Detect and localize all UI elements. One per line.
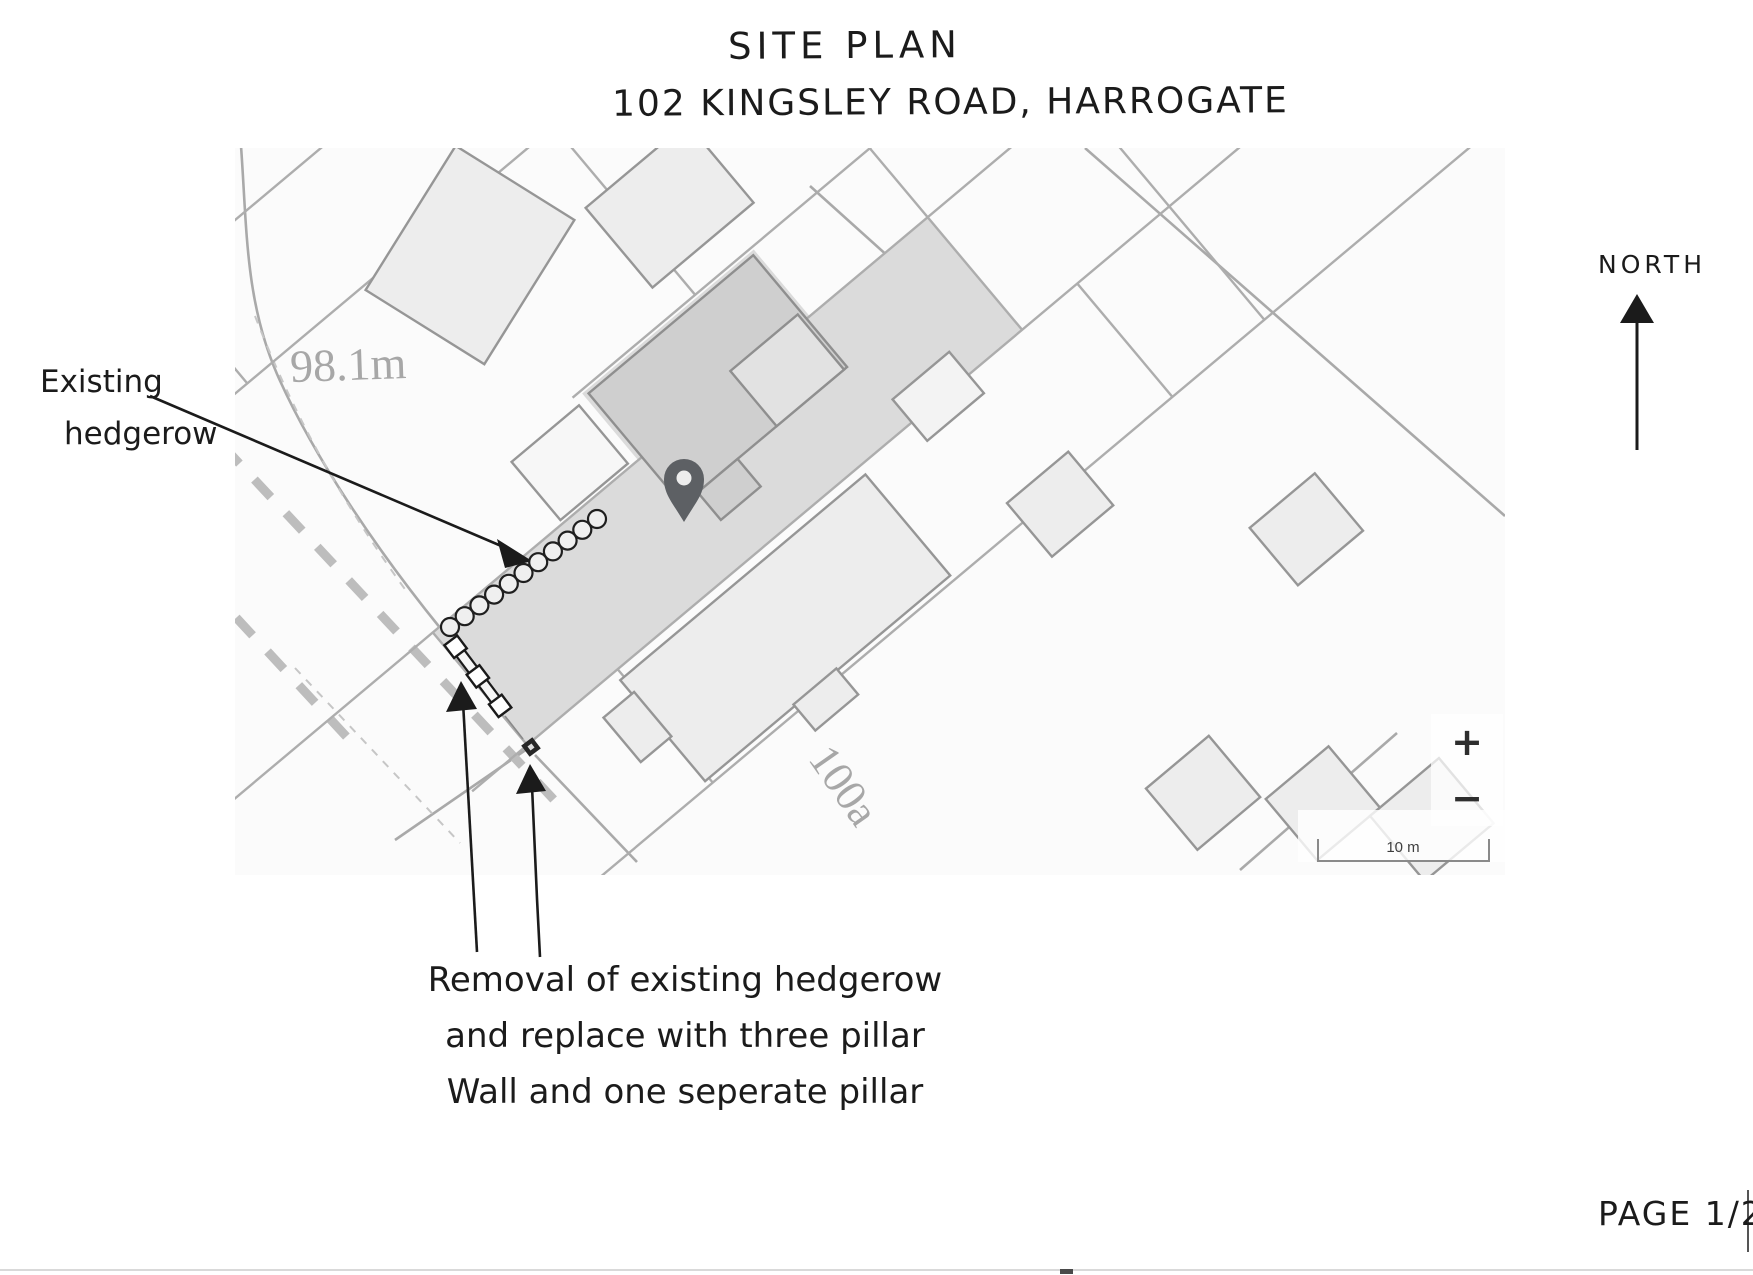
- map-canvas: [235, 148, 1505, 875]
- north-arrow: [1620, 294, 1654, 450]
- building-102: [586, 253, 849, 507]
- building-topleft: [363, 148, 577, 366]
- removal-note: Removal of existing hedgerow and replace…: [390, 952, 980, 1120]
- scan-mark: [1060, 1269, 1073, 1274]
- scale-label: 10 m: [1386, 839, 1420, 856]
- scan-bottom-line: [0, 1269, 1753, 1271]
- existing-hedgerow-label-line1: Existing: [40, 364, 163, 400]
- removal-note-line3: Wall and one seperate pillar: [446, 1072, 924, 1112]
- map-zoom-controls: + −: [1431, 714, 1503, 826]
- existing-hedgerow-label-line2: hedgerow: [64, 416, 218, 452]
- north-label: NORTH: [1598, 250, 1707, 279]
- removal-note-line2: and replace with three pillar: [445, 1016, 925, 1056]
- page-title: SITE PLAN: [727, 23, 963, 68]
- spot-height-label: 98.1m: [289, 336, 408, 393]
- map-embed[interactable]: 98.1m 100a + − 10 m: [235, 148, 1508, 875]
- page-number: PAGE 1/2: [1598, 1194, 1753, 1233]
- buildings: [509, 148, 1496, 875]
- removal-note-line1: Removal of existing hedgerow: [427, 960, 943, 1000]
- page-subtitle: 102 KINGSLEY ROAD, HARROGATE: [611, 80, 1289, 125]
- map-scale-bar: 10 m: [1298, 810, 1508, 862]
- zoom-in-button[interactable]: +: [1451, 720, 1483, 764]
- map-grid: [235, 148, 1505, 875]
- location-pin-icon: [664, 459, 704, 522]
